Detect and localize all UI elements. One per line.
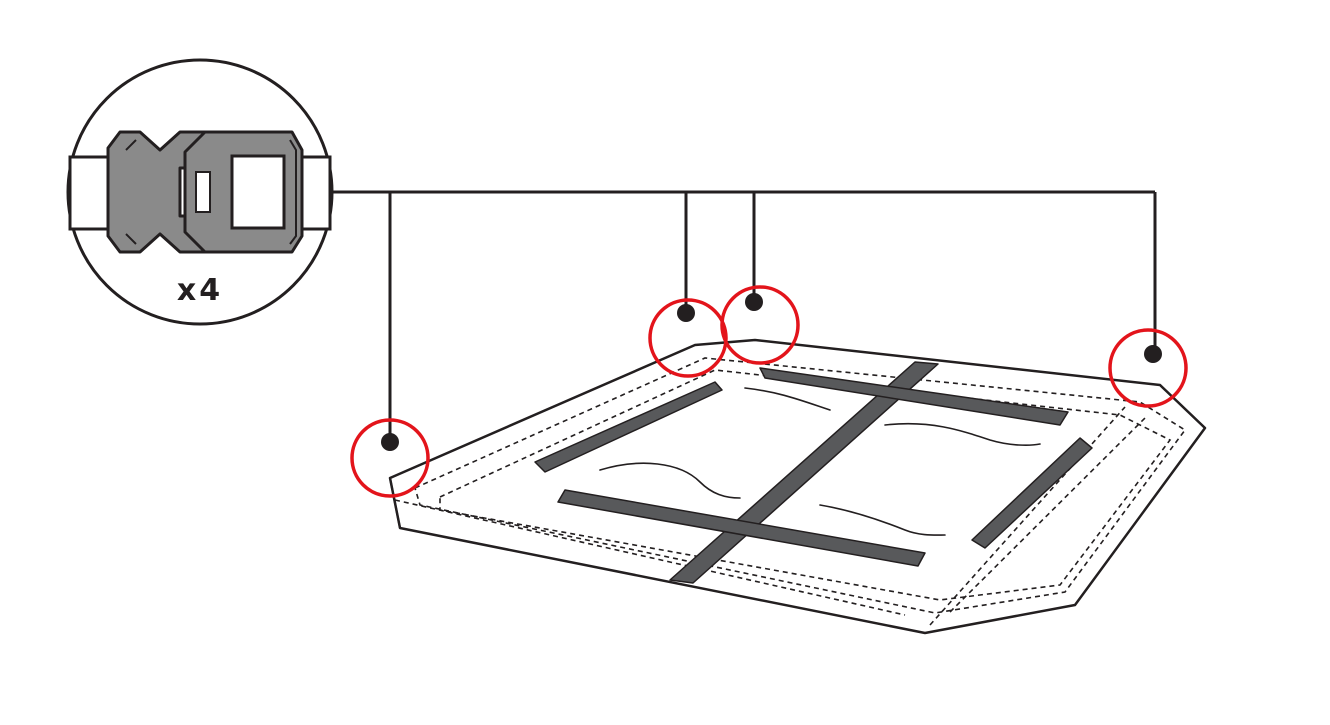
- strap-left: [534, 381, 723, 473]
- buckle-window: [195, 171, 211, 213]
- leader-lines: [330, 190, 1157, 440]
- attachment-dot-1: [381, 433, 399, 451]
- strap-right: [971, 437, 1093, 549]
- mat-wrinkles: [599, 387, 1041, 536]
- attachment-dot-4: [1144, 345, 1162, 363]
- red-circle-marker-1: [350, 418, 430, 498]
- quantity-label: x4: [177, 273, 223, 308]
- buckle-detail-inset: x4: [66, 58, 334, 326]
- buckle-icon: [68, 130, 332, 254]
- mat-edge-lines: [389, 384, 1206, 529]
- mat-straps: [534, 361, 1093, 584]
- attachment-dot-3: [745, 293, 763, 311]
- buckle-contour: [125, 139, 297, 245]
- mat-base: [388, 338, 1207, 635]
- highlight-markers: [350, 285, 1188, 498]
- strap-top: [759, 367, 1069, 426]
- strap-bottom: [557, 489, 926, 567]
- buckle-slot: [230, 154, 286, 230]
- red-circle-marker-4: [1108, 328, 1188, 408]
- red-circle-marker-3: [720, 285, 800, 365]
- attachment-points: [381, 293, 1162, 451]
- attachment-dot-2: [677, 304, 695, 322]
